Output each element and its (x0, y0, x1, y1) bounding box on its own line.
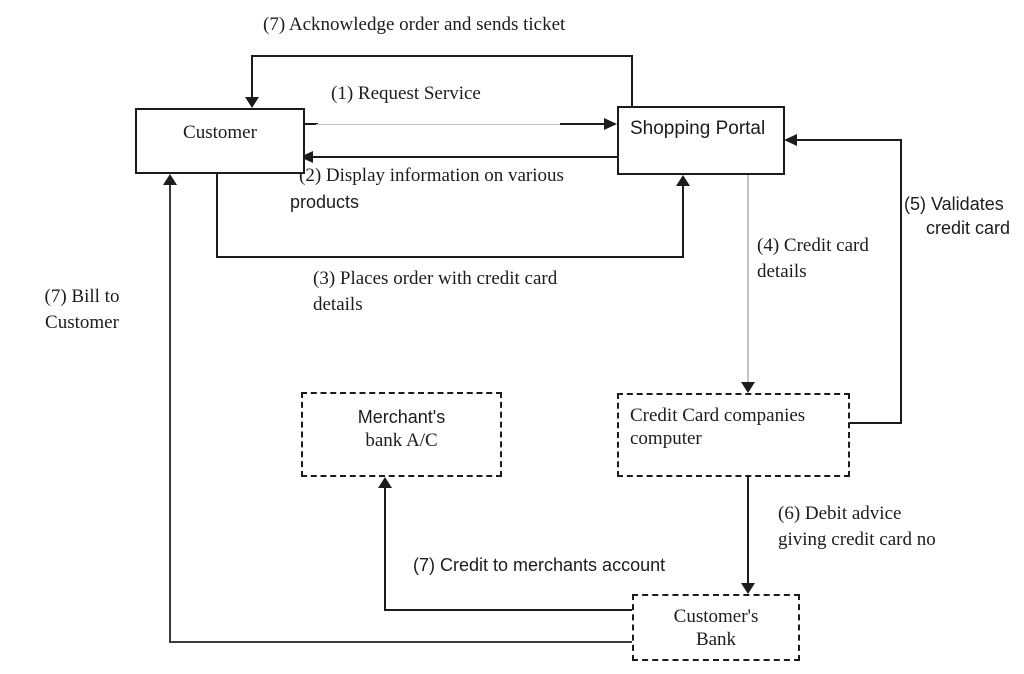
edge-debit-advice-label: (6) Debit advice giving credit card no (778, 501, 936, 553)
edge-credit-merchant-segment-bottom (384, 609, 632, 611)
node-shopping-portal: Shopping Portal (617, 106, 785, 175)
edge-credit-card-details-label: (4) Credit card details (757, 233, 869, 285)
edge-debit-advice-label-line2: giving credit card no (778, 529, 936, 550)
edge-credit-card-details-arrowhead (741, 382, 755, 393)
edge-display-info-label-line2: products (290, 192, 360, 212)
node-merchants-bank-label-line1: Merchant's (357, 407, 446, 427)
node-merchants-bank: Merchant's bank A/C (301, 392, 502, 477)
node-merchants-bank-label-line2: bank A/C (365, 430, 438, 451)
edge-bill-customer-label-line2: Customer (45, 312, 119, 333)
edge-credit-merchant-segment-vertical (384, 488, 386, 611)
node-customers-bank: Customer's Bank (632, 594, 800, 661)
edge-request-service-arrowhead (604, 118, 617, 130)
node-customer-label: Customer (183, 122, 257, 143)
edge-places-order-segment-bottom (216, 256, 684, 258)
node-customers-bank-label: Customer's Bank (634, 605, 798, 651)
edge-places-order-label: (3) Places order with credit card detail… (313, 266, 557, 318)
node-credit-card-computer-label-line2: computer (630, 428, 702, 449)
edge-acknowledge-arrowhead (245, 97, 259, 108)
edge-display-info-segment (312, 156, 617, 158)
edge-bill-customer-label-line1: (7) Bill to (44, 286, 120, 307)
edge-request-service-label: (1) Request Service (331, 83, 481, 104)
edge-validates-segment-vertical (900, 139, 902, 424)
edge-credit-card-details-label-line2: details (757, 261, 807, 282)
node-shopping-portal-label: Shopping Portal (630, 118, 766, 139)
edge-credit-card-details-segment (747, 175, 749, 382)
edge-bill-customer-segment-vertical (169, 185, 171, 643)
edge-bill-customer-segment-bottom (170, 641, 632, 643)
edge-credit-merchant-arrowhead (378, 477, 392, 488)
edge-request-service-segment-end (560, 123, 605, 125)
edge-debit-advice-segment (747, 477, 749, 584)
edge-credit-merchant-label: (7) Credit to merchants account (413, 555, 666, 575)
node-credit-card-computer-label-line1: Credit Card companies (630, 405, 806, 426)
edge-validates-segment-top (796, 139, 902, 141)
edge-validates-segment-bottom (850, 422, 902, 424)
edge-acknowledge-segment-left (251, 55, 253, 98)
edge-places-order-arrowhead (676, 175, 690, 186)
node-customer: Customer (135, 108, 305, 174)
edge-bill-customer-arrowhead (163, 174, 177, 185)
edge-validates-label-line1: (5) Validates (904, 194, 1004, 214)
edge-acknowledge-segment-right (631, 55, 633, 108)
edge-display-info-label: (2) Display information on various produ… (290, 163, 564, 215)
node-customers-bank-label-line2: Bank (695, 629, 737, 650)
node-credit-card-computer: Credit Card companies computer (617, 393, 850, 477)
edge-debit-advice-label-line1: (6) Debit advice (778, 503, 902, 524)
edge-debit-advice-arrowhead (741, 583, 755, 594)
node-credit-card-computer-label: Credit Card companies computer (619, 404, 848, 450)
edge-validates-label: (5) Validates credit card (904, 192, 1010, 240)
node-customers-bank-label-line1: Customer's (673, 606, 759, 627)
edge-acknowledge-segment-top (251, 55, 633, 57)
edge-acknowledge-label: (7) Acknowledge order and sends ticket (263, 14, 566, 35)
edge-request-service-segment-start (300, 123, 318, 125)
edge-display-info-label-line1: (2) Display information on various (299, 165, 564, 186)
edge-credit-card-details-label-line1: (4) Credit card (757, 235, 869, 256)
edge-places-order-label-line1: (3) Places order with credit card (313, 268, 558, 289)
edge-places-order-segment-left (216, 174, 218, 258)
edge-bill-customer-label: (7) Bill to Customer (28, 284, 136, 336)
node-merchants-bank-label: Merchant's bank A/C (303, 406, 500, 452)
edge-request-service-segment-middle (316, 124, 564, 125)
edge-validates-label-line2: credit card (926, 218, 1011, 238)
edge-validates-arrowhead (784, 134, 797, 146)
edge-places-order-segment-right (682, 186, 684, 258)
edge-places-order-label-line2: details (313, 294, 363, 315)
